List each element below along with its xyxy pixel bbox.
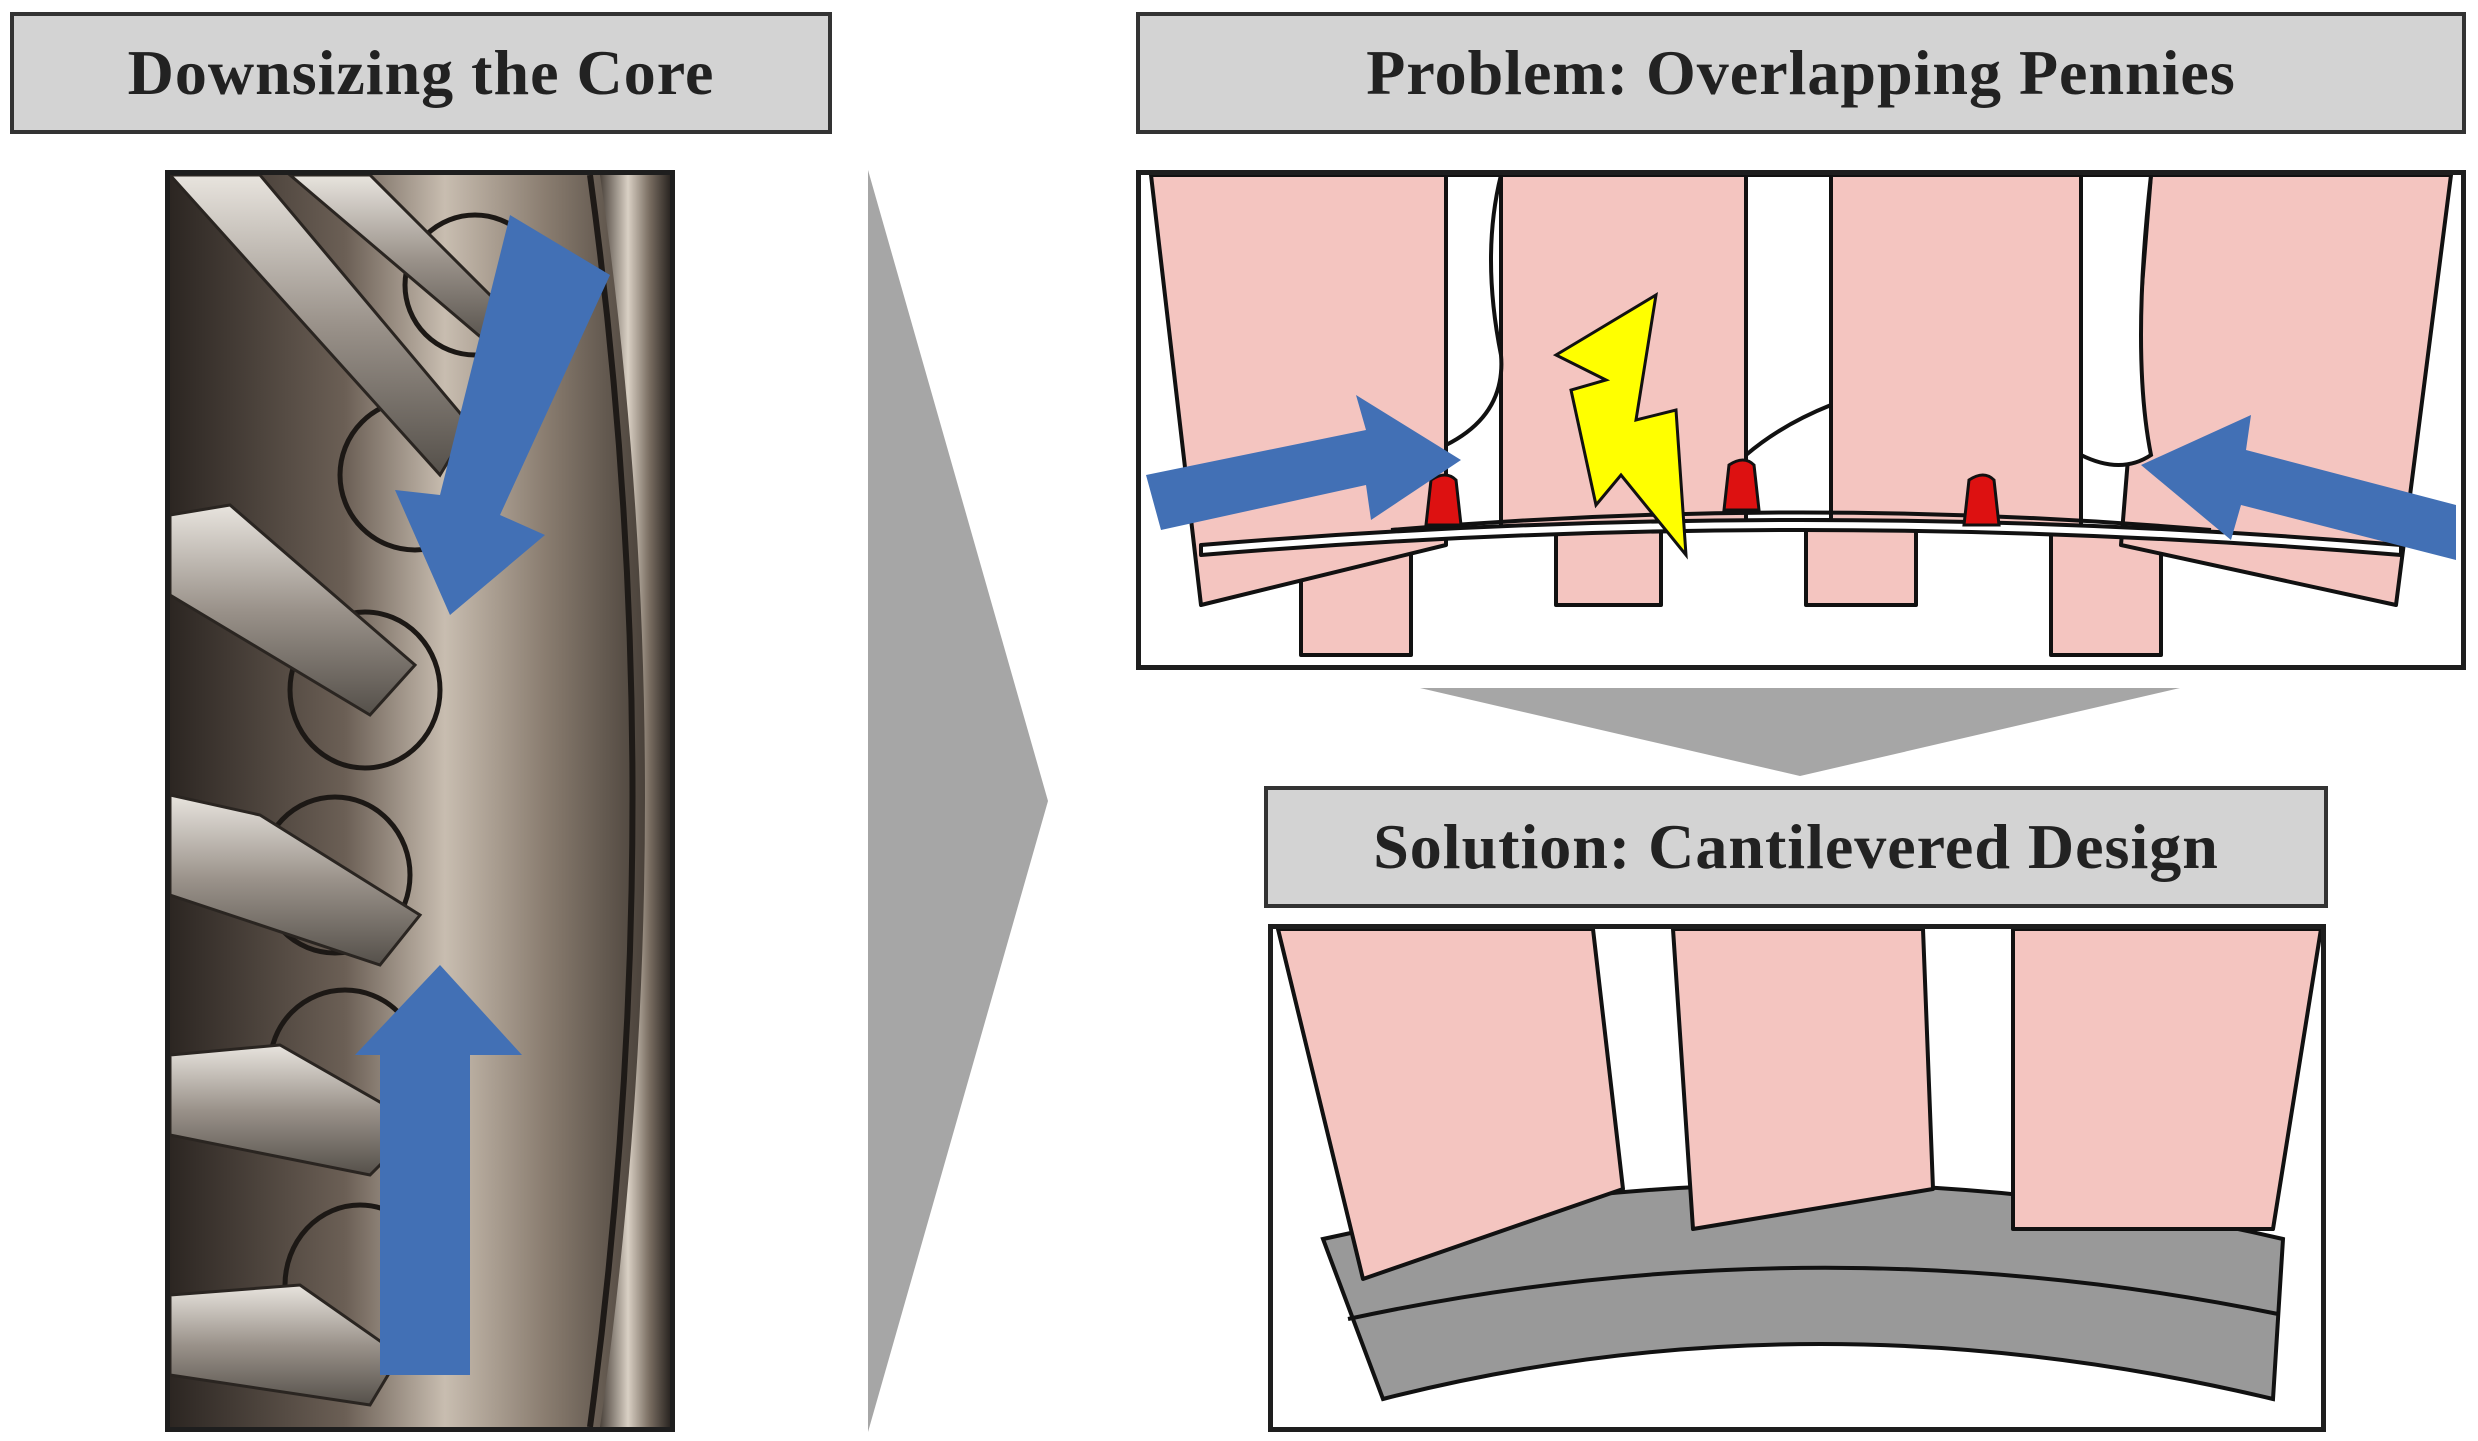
core-photo-panel xyxy=(165,170,675,1432)
title-downsizing-text: Downsizing the Core xyxy=(127,37,715,108)
contact-points xyxy=(1424,458,2001,527)
title-solution-text: Solution: Cantilevered Design xyxy=(1373,811,2219,882)
core-photo-illustration xyxy=(170,175,670,1427)
solution-diagram-panel xyxy=(1268,924,2326,1432)
right-chevron-arrow xyxy=(868,170,1048,1432)
blades xyxy=(170,175,512,1407)
gray-hub xyxy=(1320,1182,2286,1402)
down-triangle-arrow xyxy=(1420,688,2180,776)
blue-arrow-icon xyxy=(355,215,610,1375)
problem-diagram-panel xyxy=(1136,170,2466,670)
title-problem-text: Problem: Overlapping Pennies xyxy=(1366,37,2236,108)
gaps xyxy=(1444,175,2154,467)
pink-cantilevered-blades xyxy=(1276,929,2321,1281)
cantilevered-design-diagram xyxy=(1276,929,2321,1402)
lightning-bolt-icon xyxy=(1552,292,1688,560)
title-problem: Problem: Overlapping Pennies xyxy=(1136,12,2466,134)
blue-arrow-icon xyxy=(1146,395,2456,560)
title-solution: Solution: Cantilevered Design xyxy=(1264,786,2328,908)
title-downsizing-core: Downsizing the Core xyxy=(10,12,832,134)
overlapping-pennies-diagram xyxy=(1146,175,2456,657)
